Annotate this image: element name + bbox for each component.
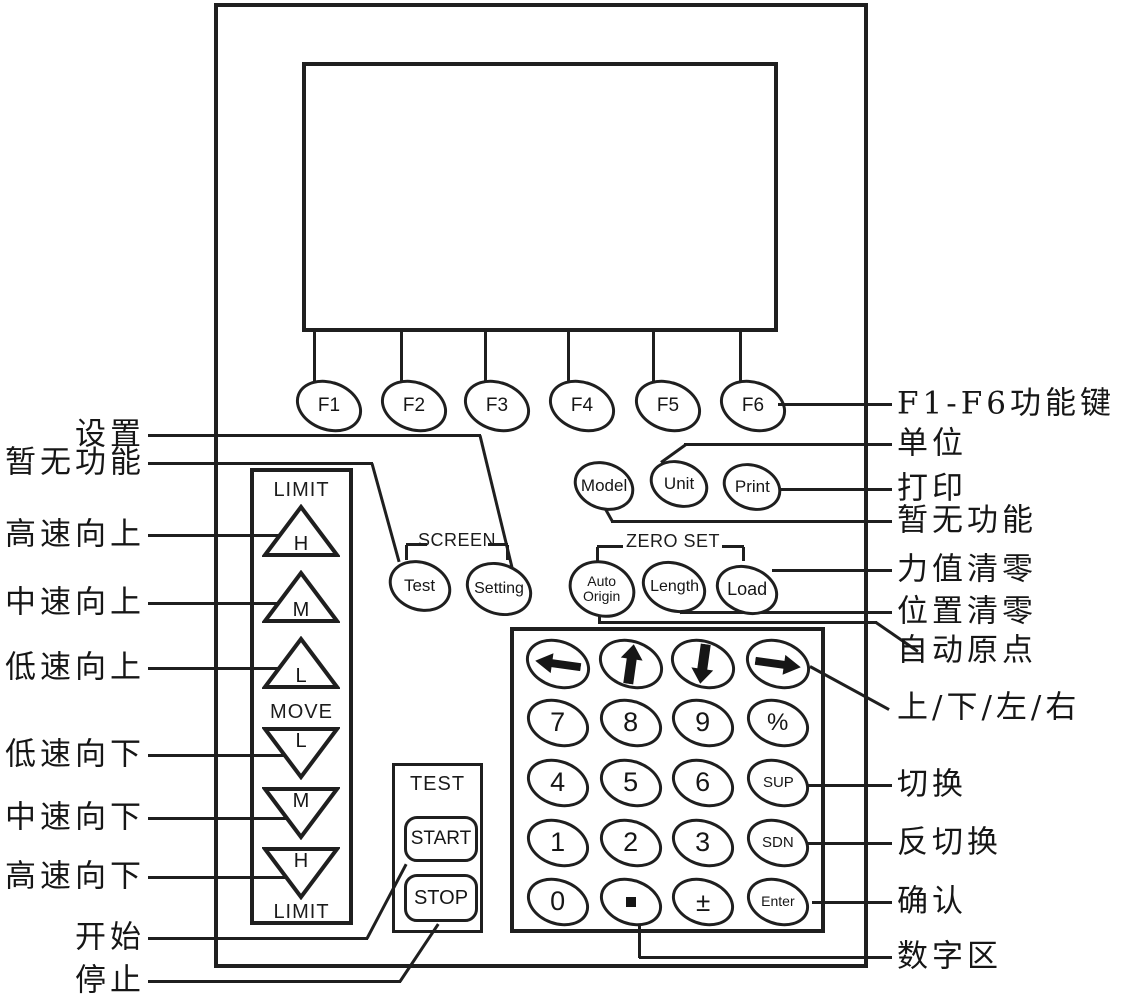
callout-line [806, 841, 892, 845]
screen-bracket-segment [406, 543, 427, 546]
callout-line [148, 816, 286, 820]
callout-line [148, 666, 286, 670]
callout-line [597, 612, 601, 624]
left-callout-label: 高速向下 [5, 858, 145, 895]
f4-connector-line [566, 330, 570, 383]
svg-text:H: H [294, 850, 308, 872]
left-arrow-icon [534, 650, 583, 678]
limit-down-l-key[interactable]: L [261, 726, 341, 781]
callout-line [148, 753, 286, 757]
f3-connector-line [483, 330, 487, 383]
right-callout-label: 位置清零 [897, 593, 1037, 630]
right-callout-label: 单位 [897, 425, 967, 462]
right-callout-label: 确认 [897, 883, 967, 920]
screen-display [302, 62, 778, 332]
screen-group-title: SCREEN [417, 530, 496, 550]
svg-text:M: M [293, 790, 310, 812]
left-callout-label: 停止 [75, 962, 145, 996]
limit-bottom-title: LIMIT [273, 901, 330, 923]
callout-line [148, 533, 286, 537]
f1-connector-line [312, 330, 316, 383]
right-arrow-key[interactable] [738, 630, 818, 698]
callout-line [775, 487, 892, 491]
callout-line [148, 433, 481, 437]
callout-line [148, 601, 286, 605]
left-callout-label: 低速向上 [5, 649, 145, 686]
left-callout-label: 中速向下 [5, 799, 145, 836]
zero-set-bracket-segment [742, 547, 745, 561]
right-arrow-icon [754, 650, 803, 678]
left-callout-label: 开始 [75, 919, 145, 956]
callout-line [684, 442, 892, 446]
f5-connector-line [651, 330, 655, 383]
limit-top-title: LIMIT [273, 479, 330, 501]
limit-down-h-key[interactable]: H [261, 846, 341, 901]
zero-set-bracket-segment [597, 545, 623, 548]
f2-connector-line [399, 330, 403, 383]
callout-line [148, 936, 368, 940]
callout-line [806, 783, 892, 787]
right-callout-label: 反切换 [897, 824, 1002, 861]
right-callout-label: 上/下/左/右 [897, 689, 1081, 726]
left-callout-label: 中速向上 [5, 584, 145, 621]
svg-text:H: H [294, 533, 308, 555]
right-callout-label: F1-F6功能键 [897, 385, 1115, 422]
zero-set-group-title: ZERO SET [625, 531, 720, 551]
left-callout-label: 高速向上 [5, 516, 145, 553]
zero-set-bracket-segment [596, 547, 599, 561]
left-callout-label: 暂无功能 [5, 444, 145, 481]
up-arrow-key[interactable] [591, 630, 671, 698]
down-arrow-icon [688, 643, 717, 686]
right-callout-label: 力值清零 [897, 551, 1037, 588]
start-button[interactable]: START [404, 816, 478, 862]
callout-line [772, 568, 892, 572]
limit-up-l-key[interactable]: L [261, 635, 341, 690]
callout-line [637, 924, 641, 958]
right-callout-label: 自动原点 [897, 632, 1037, 669]
callout-line [812, 900, 892, 904]
limit-down-m-key[interactable]: M [261, 786, 341, 841]
right-callout-label: 切换 [897, 766, 967, 803]
left-callout-label: 低速向下 [5, 736, 145, 773]
left-arrow-key[interactable] [518, 630, 598, 698]
screen-bracket-segment [405, 545, 408, 560]
callout-line [148, 979, 401, 983]
limit-up-m-key[interactable]: M [261, 569, 341, 624]
decimal-dot-icon [626, 897, 636, 907]
move-title: MOVE [270, 701, 333, 723]
svg-text:L: L [295, 730, 306, 752]
left-callout-label: 设置 [75, 416, 145, 453]
limit-up-h-key[interactable]: H [261, 503, 341, 558]
f6-connector-line [738, 330, 742, 383]
svg-text:M: M [293, 599, 310, 621]
down-arrow-key[interactable] [663, 630, 743, 698]
callout-line [148, 461, 373, 465]
callout-line [639, 955, 892, 959]
screen-bracket-segment [488, 543, 508, 546]
callout-line [680, 610, 892, 614]
test-title: TEST [409, 773, 466, 795]
right-callout-label: 暂无功能 [897, 502, 1037, 539]
zero-set-bracket-segment [722, 545, 744, 548]
callout-line [778, 402, 892, 406]
stop-button[interactable]: STOP [404, 874, 478, 922]
right-callout-label: 数字区 [897, 938, 1002, 975]
right-callout-label: 打印 [897, 470, 967, 507]
callout-line [148, 875, 286, 879]
callout-line [599, 620, 877, 624]
up-arrow-icon [616, 643, 645, 686]
callout-line [611, 519, 892, 523]
svg-text:L: L [295, 665, 306, 687]
